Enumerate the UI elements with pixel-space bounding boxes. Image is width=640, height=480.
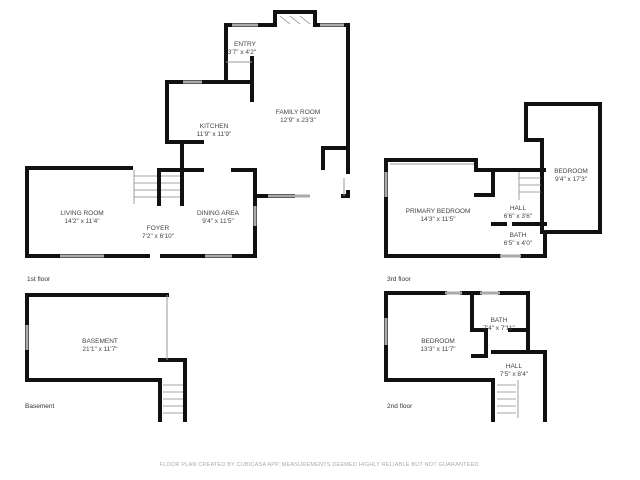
bedroom-2-name: BEDROOM — [421, 338, 455, 345]
entry-name: ENTRY — [234, 41, 257, 48]
dining-area-name: DINING AREA — [197, 210, 240, 217]
bath-2-name: BATH — [491, 317, 508, 324]
basement-name: BASEMENT — [82, 338, 118, 345]
kitchen-size: 11'9" x 11'9" — [197, 131, 232, 138]
entry-size: 3'7" x 4'2" — [228, 49, 257, 56]
basement-plan — [25, 293, 187, 422]
bath-3-size: 6'5" x 4'0" — [504, 240, 533, 247]
third-floor-plan — [384, 102, 602, 258]
second-floor-plan — [384, 291, 547, 422]
hall-2-name: HALL — [506, 363, 523, 370]
hall-2-size: 7'5" x 8'4" — [500, 371, 529, 378]
foyer-size: 7'2" x 6'10" — [142, 233, 175, 240]
first-floor-plan — [25, 10, 350, 258]
third-floor-label: 3rd floor — [387, 276, 412, 283]
kitchen-name: KITCHEN — [200, 123, 229, 130]
hall-3-size: 6'6" x 3'6" — [504, 213, 533, 220]
second-floor-label: 2nd floor — [387, 403, 413, 410]
bath-2-size: 7'4" x 7'11" — [483, 325, 515, 332]
bath-3-name: BATH — [510, 232, 527, 239]
dining-area-size: 9'4" x 11'5" — [202, 218, 234, 225]
hall-3-name: HALL — [510, 205, 527, 212]
primary-bedroom-size: 14'3" x 11'5" — [420, 216, 456, 223]
fireplace — [273, 10, 317, 27]
living-room-size: 14'2" x 11'4" — [64, 218, 100, 225]
living-room-name: LIVING ROOM — [60, 210, 103, 217]
foyer-name: FOYER — [147, 225, 170, 232]
first-floor-label: 1st floor — [27, 276, 51, 283]
bedroom-2-size: 13'3" x 11'7" — [420, 346, 456, 353]
family-room-size: 12'9" x 23'3" — [280, 117, 316, 124]
primary-bedroom-name: PRIMARY BEDROOM — [406, 208, 471, 215]
basement-size: 21'1" x 11'7" — [82, 346, 118, 353]
family-room-name: FAMILY ROOM — [276, 109, 321, 116]
basement-label: Basement — [25, 403, 54, 410]
bedroom-3-size: 9'4" x 17'3" — [555, 176, 588, 183]
bedroom-3-name: BEDROOM — [554, 168, 588, 175]
footer-disclaimer: FLOOR PLAN CREATED BY CUBICASA APP. MEAS… — [160, 462, 481, 468]
